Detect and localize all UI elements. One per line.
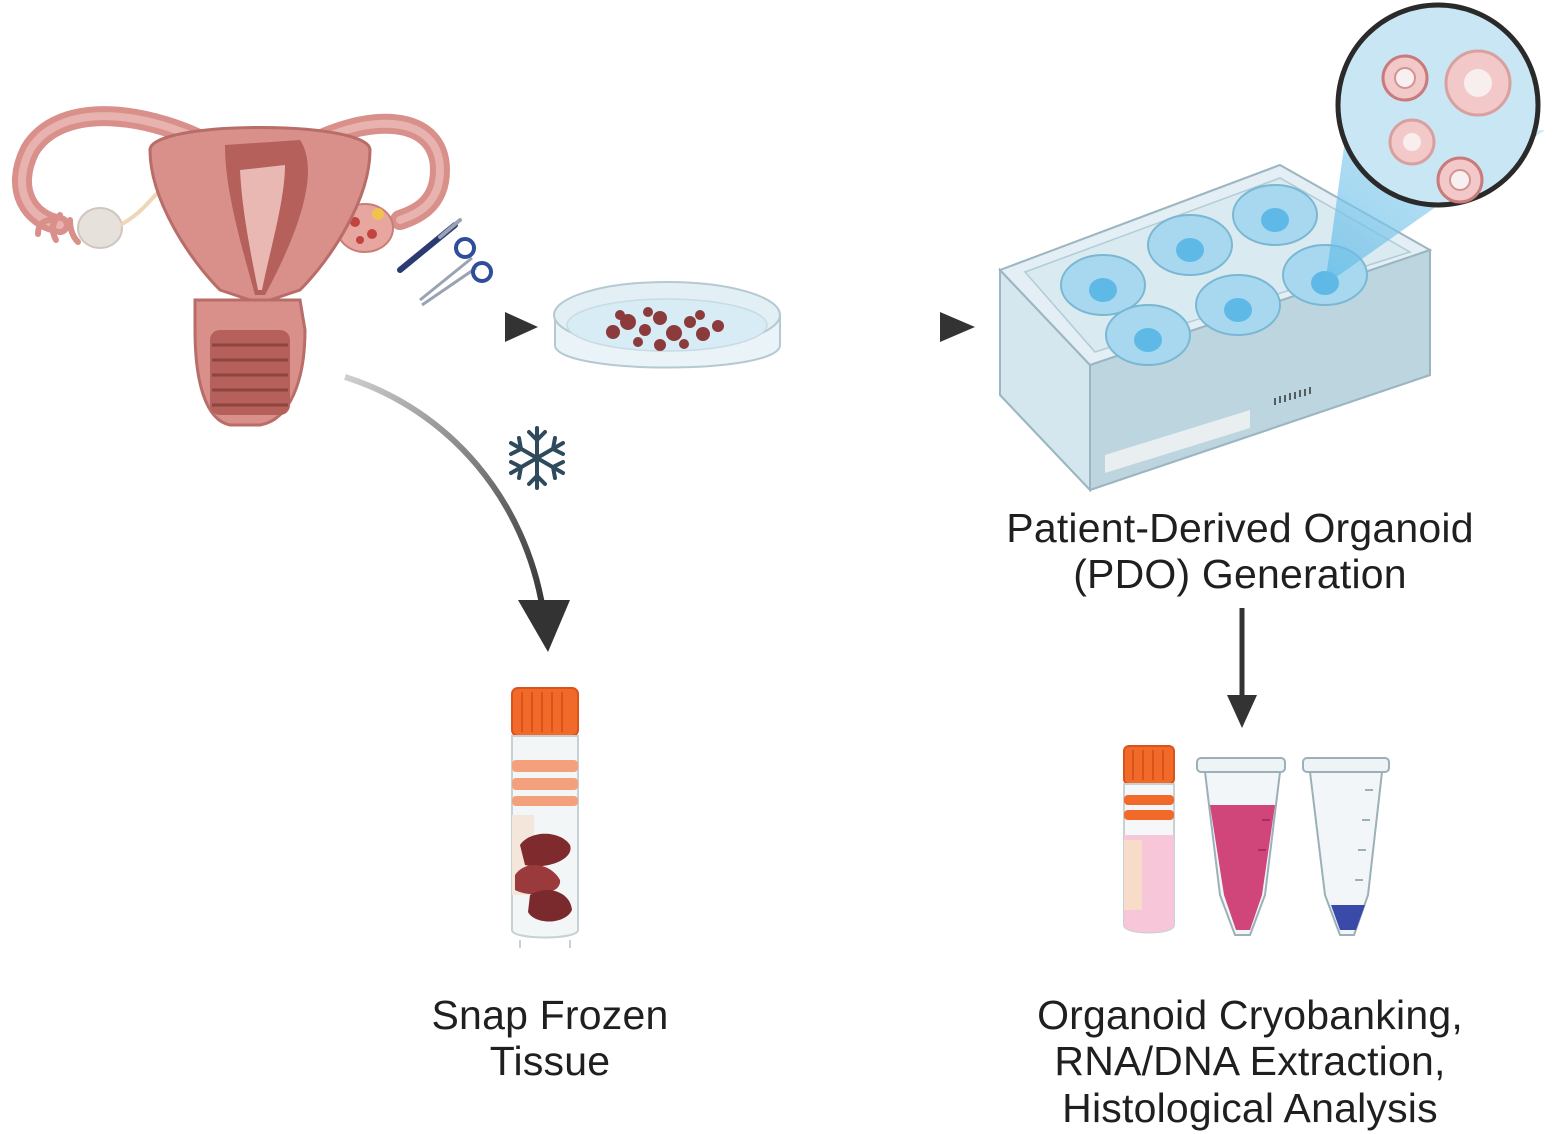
cryovial-icon xyxy=(1123,745,1175,934)
pdo-generation-label: Patient-Derived Organoid (PDO) Generatio… xyxy=(960,505,1520,598)
arrow-dish-to-plate xyxy=(785,312,975,342)
downstream-analysis-label: Organoid Cryobanking, RNA/DNA Extraction… xyxy=(980,992,1520,1131)
snap-frozen-label-line-1: Snap Frozen xyxy=(431,992,669,1038)
pdo-generation-label-line-2: (PDO) Generation xyxy=(1073,551,1407,598)
six-well-plate-icon xyxy=(998,163,1433,493)
scalpel-scissors-icon xyxy=(397,218,493,307)
arrow-uterus-to-frozen xyxy=(344,374,570,652)
downstream-label-line-1: Organoid Cryobanking, xyxy=(1037,992,1463,1038)
pdo-generation-label-line-1: Patient-Derived Organoid xyxy=(1006,505,1474,551)
microcentrifuge-tube-pink-icon xyxy=(1196,757,1286,936)
snap-frozen-label-line-2: Tissue xyxy=(489,1038,611,1085)
cryovial-tissue-icon xyxy=(511,687,579,948)
downstream-label-line-2: RNA/DNA Extraction, xyxy=(1054,1038,1446,1085)
arrow-uterus-to-dish xyxy=(340,312,538,342)
arrow-pdo-to-downstream xyxy=(1227,608,1257,728)
uterus-icon xyxy=(11,106,451,427)
petri-dish-icon xyxy=(553,281,781,369)
snap-frozen-label: Snap Frozen Tissue xyxy=(370,992,730,1085)
microcentrifuge-tube-blue-icon xyxy=(1302,757,1390,936)
snowflake-icon xyxy=(509,426,565,490)
downstream-label-line-3: Histological Analysis xyxy=(1062,1084,1438,1131)
organoid-zoom-icon xyxy=(1325,2,1545,285)
